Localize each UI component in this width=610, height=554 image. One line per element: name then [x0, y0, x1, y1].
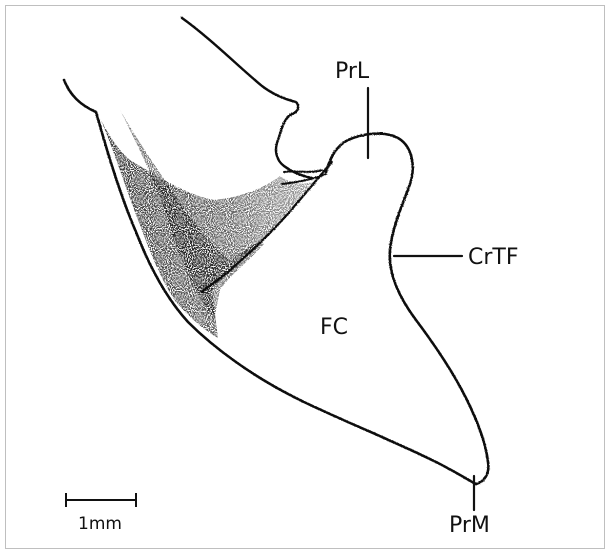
figure-frame [6, 6, 605, 549]
label-prl: PrL [335, 59, 370, 84]
label-fc: FC [320, 315, 348, 340]
scale-bar-label: 1mm [78, 514, 122, 534]
label-prm: PrM [449, 513, 490, 538]
label-crtf: CrTF [468, 245, 519, 270]
